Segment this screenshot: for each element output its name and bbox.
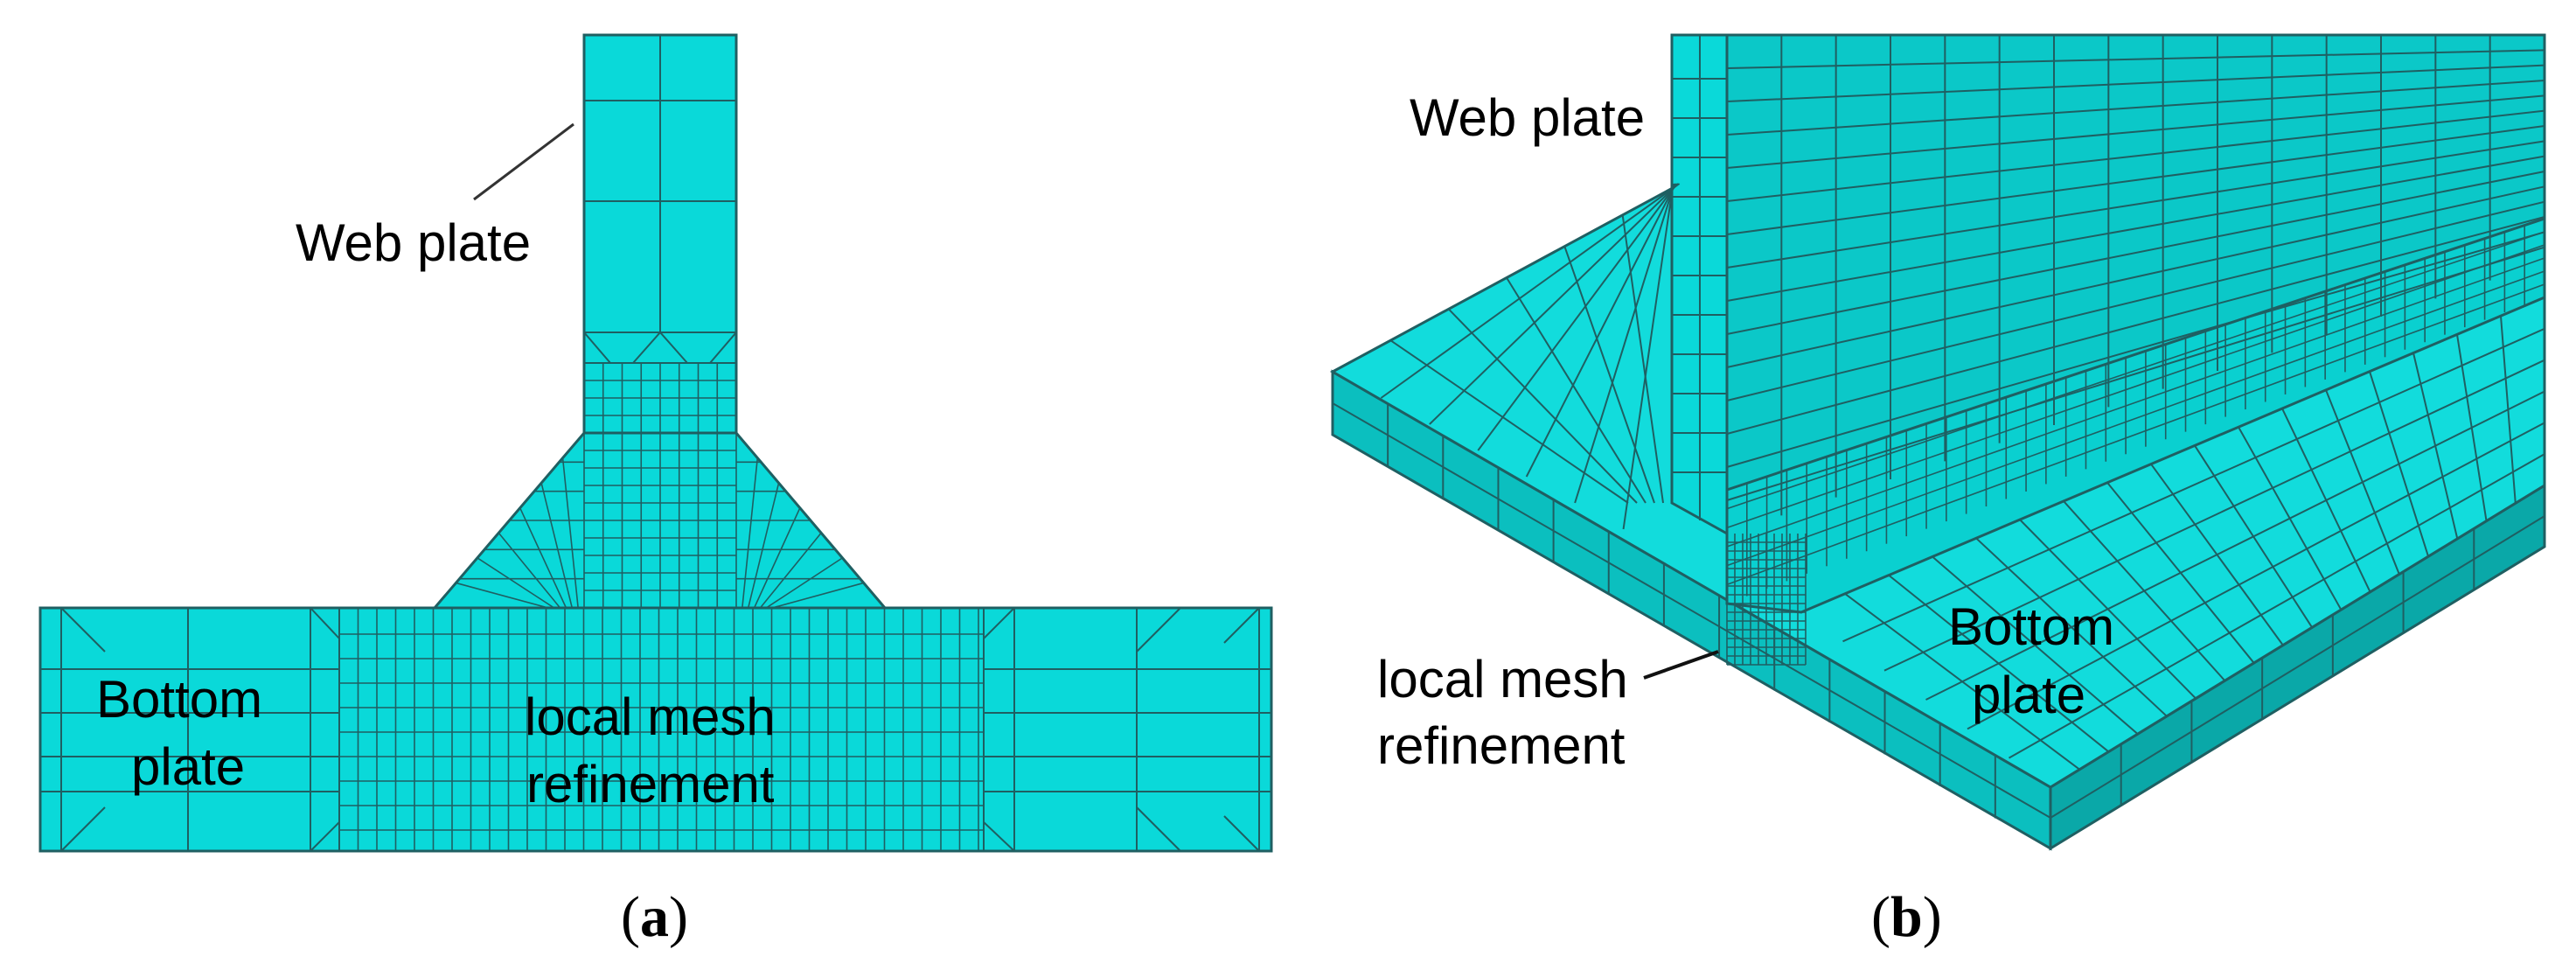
mesh-fine-line xyxy=(1726,257,2545,548)
panel-a-web-label: Web plate xyxy=(296,213,531,272)
panel-a-bottom-plate xyxy=(38,606,1273,853)
mesh-line xyxy=(1967,422,2545,730)
mesh-line xyxy=(1622,183,1674,530)
panel-a-bottom-label-1: Bottom xyxy=(96,670,262,729)
mesh-fine-line xyxy=(1726,270,2545,567)
mesh-line xyxy=(709,331,737,364)
mesh-line xyxy=(1136,607,1181,652)
mesh-fine-line xyxy=(747,482,780,609)
mesh-fine-line xyxy=(519,507,567,609)
panel-b-refine-leader xyxy=(1643,650,1719,680)
mesh-line xyxy=(1726,109,2545,202)
mesh-line xyxy=(60,806,106,852)
mesh-line xyxy=(1477,183,1678,451)
mesh-line xyxy=(983,821,1015,852)
panel-b-mesh xyxy=(1329,33,2546,851)
mesh-line xyxy=(1726,200,2545,401)
mesh-line xyxy=(583,331,611,364)
panel-a-refine-label-2: refinement xyxy=(526,755,775,813)
panel-a-web-leader xyxy=(473,122,574,201)
mesh-line xyxy=(1726,140,2545,269)
mesh-line xyxy=(1332,402,2051,819)
mesh-line xyxy=(1506,276,1647,504)
mesh-line xyxy=(1726,94,2545,169)
mesh-line xyxy=(1726,125,2545,235)
mesh-fine-line xyxy=(771,582,864,609)
mesh-line xyxy=(1136,806,1181,852)
mesh-line xyxy=(983,607,1015,639)
panel-a-caption: (a) xyxy=(621,885,688,949)
panel-a-mesh xyxy=(38,33,1273,853)
panel-b-web-label: Web plate xyxy=(1410,88,1645,147)
mesh-line xyxy=(1726,216,2545,435)
panel-b-refine-label-1: local mesh xyxy=(1377,650,1628,708)
mesh-line xyxy=(1726,185,2545,368)
panel-b-caption: (b) xyxy=(1871,885,1942,949)
mesh-line xyxy=(1726,49,2545,69)
mesh-line xyxy=(1574,183,1675,504)
panel-b-bottom-label-2: plate xyxy=(1972,666,2085,724)
mesh-fine-line xyxy=(753,507,801,609)
mesh-line xyxy=(1380,183,1681,399)
panel-b-refine-label-2: refinement xyxy=(1377,716,1626,775)
mesh-line xyxy=(1726,231,2545,468)
mesh-line xyxy=(632,331,661,364)
mesh-fine-line xyxy=(765,557,843,609)
mesh-line xyxy=(659,331,688,364)
mesh-fine-line xyxy=(759,532,822,609)
mesh-line xyxy=(1726,155,2545,302)
mesh-line xyxy=(1563,246,1655,504)
panel-a-bottom-label-2: plate xyxy=(131,737,245,796)
mesh-line xyxy=(1447,308,1638,504)
mesh-line xyxy=(1726,171,2545,335)
mesh-line xyxy=(1726,80,2545,136)
mesh-fine-line xyxy=(561,457,579,609)
panel-b-bottom-label-1: Bottom xyxy=(1948,597,2114,656)
mesh-line xyxy=(2009,453,2545,759)
mesh-line xyxy=(1726,246,2545,501)
mesh-fine-line xyxy=(1726,283,2545,586)
mesh-line xyxy=(1429,183,1679,425)
mesh-line xyxy=(1726,64,2545,102)
mesh-fine-line xyxy=(477,557,555,609)
mesh-line xyxy=(1223,607,1260,644)
panel-b: Web plate local mesh refinement Bottom p… xyxy=(1329,33,2546,949)
mesh-fine-line xyxy=(498,532,561,609)
mesh-line xyxy=(1525,183,1677,478)
mesh-fine-line xyxy=(741,457,759,609)
mesh-line xyxy=(1223,815,1260,852)
mesh-line xyxy=(310,821,340,852)
mesh-line xyxy=(2050,515,2545,819)
panel-a-refine-label-1: local mesh xyxy=(525,687,776,746)
mesh-fine-line xyxy=(1726,244,2545,529)
mesh-line xyxy=(1883,359,2545,672)
mesh-fine-line xyxy=(540,482,574,609)
mesh-line xyxy=(1842,327,2545,643)
mesh-line xyxy=(1621,214,1664,504)
panel-a: Web plate Bottom plate local mesh refine… xyxy=(38,33,1273,949)
mesh-fine-line xyxy=(1726,231,2545,510)
mesh-line xyxy=(310,607,340,639)
mesh-line xyxy=(1389,339,1629,504)
mesh-line xyxy=(1925,390,2545,701)
mesh-line xyxy=(60,607,106,652)
mesh-fine-line xyxy=(456,582,549,609)
